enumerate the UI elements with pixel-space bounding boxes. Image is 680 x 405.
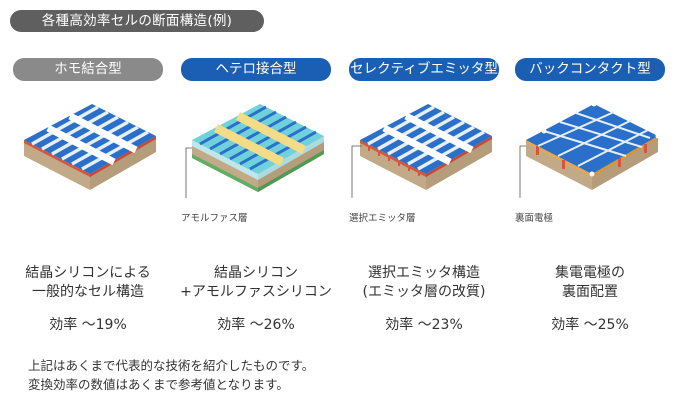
cell-type-selective-emitter-label: セレクティブエミッタ型	[349, 58, 499, 81]
back-electrode-left	[526, 140, 592, 177]
back-layer-left	[192, 154, 258, 192]
cell-busbars	[213, 111, 307, 167]
description-line: +アモルファスシリコン	[180, 284, 332, 300]
section-title-badge: 各種高効率セルの断面構造(例)	[10, 10, 264, 32]
back-contact-grid-lines	[537, 111, 651, 167]
cell-fingers	[31, 105, 149, 171]
cell-type-heterojunction-label: ヘテロ接合型	[181, 58, 331, 81]
cell-emitter-layer-right	[90, 136, 156, 177]
callout-line	[351, 145, 362, 198]
description-line: 結晶シリコン	[214, 265, 298, 281]
cell-top-surface	[24, 104, 156, 174]
back-contact-efficiency: 効率 ～25%	[551, 317, 629, 333]
cell-busbars	[46, 112, 138, 166]
homojunction-cell-illustration	[24, 104, 156, 190]
cell-substrate-left-face	[360, 140, 426, 190]
cell-substrate-left-face	[526, 140, 592, 190]
cell-emitter-layer-right	[426, 136, 492, 177]
cell-fingers	[367, 105, 485, 171]
selective-emitter-description: 選択エミッタ構造 (エミッタ層の改質)	[339, 264, 509, 302]
callout-line	[519, 145, 526, 198]
back-electrode-marks	[536, 144, 647, 169]
description-line: 一般的なセル構造	[32, 284, 144, 300]
cell-substrate-right-face	[592, 136, 658, 190]
cell-fingers	[199, 105, 317, 171]
back-contact-cell-illustration	[519, 101, 661, 198]
selective-emitter-marks	[368, 144, 420, 176]
cell-top-surface	[360, 104, 492, 174]
amorphous-layer-left	[192, 140, 258, 180]
callout-selective-emitter-layer: 選択エミッタ層	[349, 213, 416, 224]
amorphous-layer-right	[258, 136, 324, 180]
callout-back-electrode: 裏面電極	[515, 213, 554, 224]
callout-amorphous-layer: アモルファス層	[181, 213, 248, 224]
homojunction-efficiency: 効率 ～19%	[49, 317, 127, 333]
cell-substrate-right-face	[426, 136, 492, 190]
description-line: 選択エミッタ構造	[368, 265, 480, 281]
cell-emitter-layer-left	[24, 140, 90, 177]
heterojunction-description: 結晶シリコン +アモルファスシリコン	[171, 264, 341, 302]
description-line: 結晶シリコンによる	[25, 265, 151, 281]
cell-busbars	[382, 112, 474, 166]
selective-emitter-cell-illustration	[351, 104, 492, 198]
homojunction-description: 結晶シリコンによる 一般的なセル構造	[3, 264, 173, 302]
cell-type-homojunction-label: ホモ結合型	[13, 58, 163, 81]
description-line: 裏面配置	[562, 284, 618, 300]
description-line: 集電電極の	[555, 265, 625, 281]
cell-top-surface	[192, 104, 324, 174]
cell-substrate-left-face	[24, 140, 90, 190]
cell-substrate-right-face	[90, 136, 156, 190]
contact-points	[541, 101, 661, 177]
cell-type-back-contact-label: バックコンタクト型	[515, 58, 665, 81]
callout-line	[185, 147, 192, 198]
description-line: (エミッタ層の改質)	[362, 284, 486, 300]
heterojunction-efficiency: 効率 ～26%	[217, 317, 295, 333]
heterojunction-cell-illustration	[185, 104, 324, 198]
footnote-line-1: 上記はあくまで代表的な技術を紹介したものです。	[28, 358, 315, 373]
back-contact-description: 集電電極の 裏面配置	[505, 264, 675, 302]
back-layer-right	[258, 150, 324, 192]
footnote-line-2: 変換効率の数値はあくまで参考値となります。	[28, 377, 289, 392]
selective-emitter-efficiency: 効率 ～23%	[385, 317, 463, 333]
